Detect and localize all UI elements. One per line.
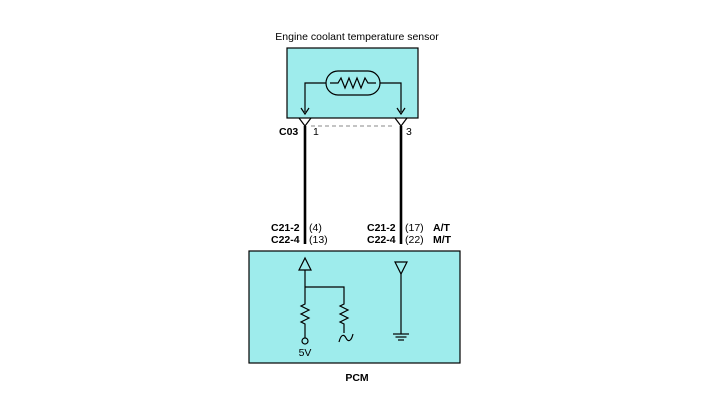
pcm-left-conn-line1-pin: (4) bbox=[309, 222, 322, 234]
connector-c03-label: C03 bbox=[279, 126, 298, 138]
supply-terminal-icon bbox=[301, 337, 309, 345]
pcm-left-branch-wire bbox=[305, 286, 345, 300]
supply-voltage-label: 5V bbox=[299, 347, 312, 359]
pcm-left-conn-line2-name: C22-4 bbox=[271, 234, 300, 246]
sensor-arrow-left-icon bbox=[300, 107, 310, 116]
pcm-right-conn-line1-name: C21-2 bbox=[367, 222, 396, 234]
connector-c03-terminal-3-icon bbox=[394, 117, 408, 127]
sensor-internal-wire-right bbox=[380, 82, 402, 112]
sense-resistor-icon bbox=[338, 300, 350, 333]
pcm-label: PCM bbox=[345, 372, 369, 384]
thermistor-resistor-icon bbox=[330, 76, 376, 90]
ac-signal-icon bbox=[338, 333, 354, 343]
pcm-left-conn-line2-pin: (13) bbox=[309, 234, 328, 246]
pcm-output-triangle-down-icon bbox=[394, 261, 408, 276]
pcm-box bbox=[248, 250, 461, 364]
connector-c03-terminal-1-icon bbox=[298, 117, 312, 127]
ground-icon bbox=[393, 333, 409, 341]
pcm-right-conn-line2-note: M/T bbox=[433, 234, 452, 246]
sensor-arrow-right-icon bbox=[396, 107, 406, 116]
pcm-left-conn-line1-name: C21-2 bbox=[271, 222, 300, 234]
sensor-internal-wire-left bbox=[304, 82, 326, 112]
connector-c03-pin-left: 1 bbox=[313, 126, 319, 138]
pull-up-resistor-icon bbox=[299, 300, 311, 338]
pcm-right-conn-line2-name: C22-4 bbox=[367, 234, 396, 246]
pcm-right-conn-line2-pin: (22) bbox=[405, 234, 424, 246]
sensor-title: Engine coolant temperature sensor bbox=[275, 31, 439, 43]
connector-c03-pin-right: 3 bbox=[406, 126, 412, 138]
pcm-right-conn-line1-pin: (17) bbox=[405, 222, 424, 234]
pcm-right-conn-line1-note: A/T bbox=[433, 222, 451, 234]
